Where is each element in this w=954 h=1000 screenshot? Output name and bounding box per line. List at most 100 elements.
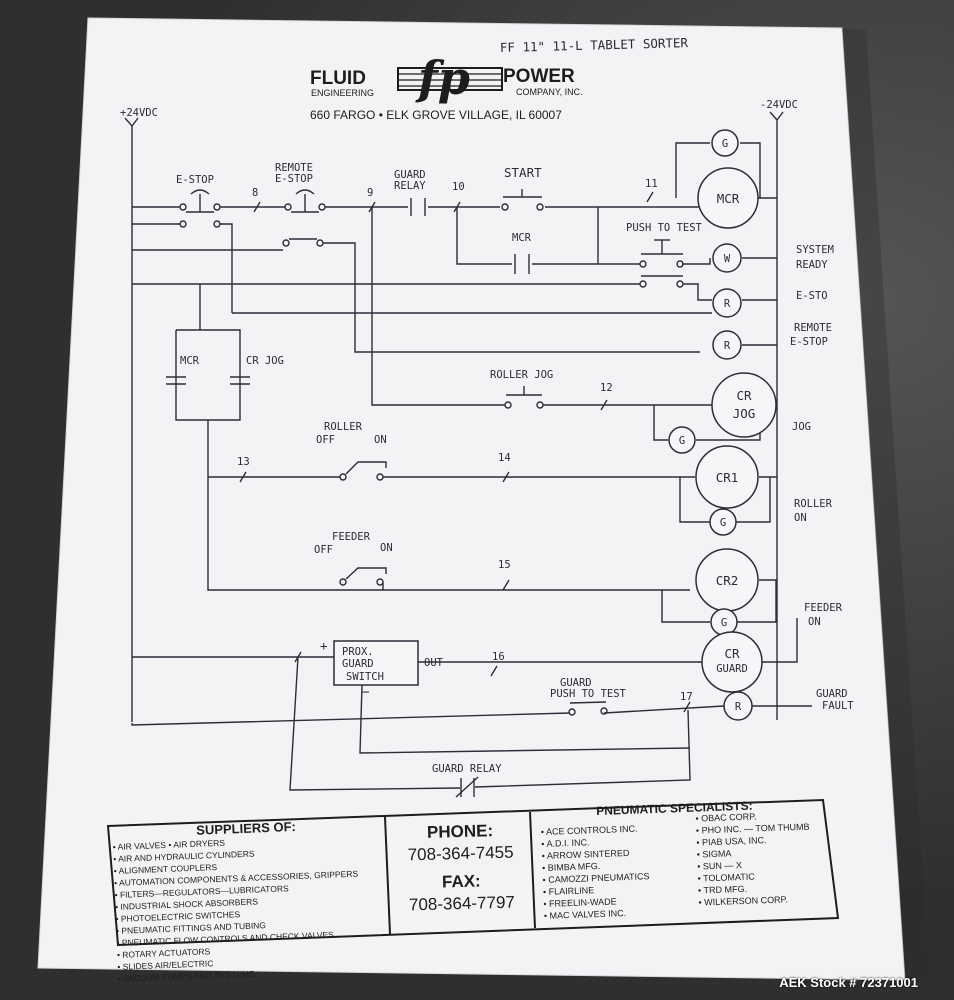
wire-number-12: 12 xyxy=(600,382,613,394)
mcr-indicator-lamp xyxy=(711,129,739,157)
supply-plus-label: +24VDC xyxy=(120,107,158,119)
roller-jog-label: ROLLER JOG xyxy=(490,369,553,381)
mcr-contact-label: MCR xyxy=(512,232,532,244)
jog-side-label: JOG xyxy=(792,421,811,433)
stock-watermark: AEK Stock # 72371001 xyxy=(779,975,918,990)
cr-jog-parallel-label: CR JOG xyxy=(246,355,284,367)
guard-ptt-label-1: GUARD xyxy=(560,677,592,689)
svg-text:CR: CR xyxy=(736,388,752,403)
logo-engineering: ENGINEERING xyxy=(311,88,374,98)
feeder-label: FEEDER xyxy=(332,531,371,543)
estop-label: E-STOP xyxy=(176,174,214,186)
logo-fp-mark: fp xyxy=(415,51,470,105)
list-item: • WILKERSON CORP. xyxy=(698,894,789,908)
estop-indicator-lamp xyxy=(712,288,742,318)
start-label: START xyxy=(504,165,542,180)
svg-text:GUARD: GUARD xyxy=(342,658,374,670)
svg-text:JOG: JOG xyxy=(733,406,756,421)
system-ready-lamp xyxy=(712,243,742,273)
pneumatic-specialists-block: PNEUMATIC SPECIALISTS: • ACE CONTROLS IN… xyxy=(540,796,834,922)
prox-minus: − xyxy=(362,684,370,699)
feeder-on-side-label-2: ON xyxy=(808,616,821,628)
right-rail xyxy=(769,111,784,720)
wire-number-15: 15 xyxy=(498,559,511,571)
paper-shadow xyxy=(842,28,930,985)
svg-text:PROX.: PROX. xyxy=(342,646,374,658)
company-address: 660 FARGO • ELK GROVE VILLAGE, IL 60007 xyxy=(310,108,562,122)
svg-text:G: G xyxy=(722,138,728,150)
estop-side-label: E-STO xyxy=(796,290,828,302)
guard-relay-label-1: GUARD xyxy=(394,169,426,181)
guard-fault-lamp xyxy=(723,691,753,721)
remote-estop-side-label-2: E-STOP xyxy=(790,336,828,348)
roller-off-label: OFF xyxy=(316,434,335,446)
svg-text:GUARD: GUARD xyxy=(716,663,748,675)
contact-block: PHONE: 708-364-7455 FAX: 708-364-7797 xyxy=(391,820,531,916)
roller-on-side-label-1: ROLLER xyxy=(794,498,833,510)
wire-number-13: 13 xyxy=(237,456,250,468)
system-ready-label-2: READY xyxy=(796,259,828,271)
guard-fault-label-2: FAULT xyxy=(822,700,854,712)
svg-text:R: R xyxy=(724,340,731,352)
guard-push-to-test-button xyxy=(569,701,607,704)
svg-text:G: G xyxy=(721,617,727,629)
system-ready-label-1: SYSTEM xyxy=(796,244,834,256)
roller-label: ROLLER xyxy=(324,421,363,433)
logo-power: POWER xyxy=(503,66,575,87)
mcr-parallel-label: MCR xyxy=(180,355,200,367)
supply-minus-label: -24VDC xyxy=(760,99,798,111)
svg-text:CR1: CR1 xyxy=(716,470,739,485)
wire-number-9: 9 xyxy=(367,187,373,199)
svg-text:W: W xyxy=(724,253,731,265)
remote-estop-label-1: REMOTE xyxy=(275,162,313,174)
prox-plus: + xyxy=(320,638,328,653)
cr-guard-coil xyxy=(701,631,763,693)
fax-number: 708-364-7797 xyxy=(408,892,516,915)
roller-on-side-label-2: ON xyxy=(794,512,807,524)
guard-relay-bottom-label: GUARD RELAY xyxy=(432,763,502,775)
mcr-coil-label: MCR xyxy=(717,191,740,206)
jog-indicator-lamp xyxy=(668,426,696,454)
guard-relay-label-2: RELAY xyxy=(394,180,426,192)
svg-text:CR2: CR2 xyxy=(716,573,739,588)
wire-number-17: 17 xyxy=(680,691,693,703)
wire-number-8: 8 xyxy=(252,187,258,199)
push-to-test-label: PUSH TO TEST xyxy=(626,222,703,234)
wire-number-16: 16 xyxy=(492,651,505,663)
fax-label: FAX: xyxy=(441,871,481,892)
guard-ptt-label-2: PUSH TO TEST xyxy=(550,688,627,700)
suppliers-list: • AIR VALVES • AIR DRYERS • AIR AND HYDR… xyxy=(113,830,398,985)
remote-estop-indicator-lamp xyxy=(712,330,742,360)
roller-switch xyxy=(345,461,387,475)
phone-label: PHONE: xyxy=(426,821,494,842)
pneumatic-list-right: • OBAC CORP. • PHO INC. — TOM THUMB • PI… xyxy=(695,809,812,917)
prox-guard-switch xyxy=(333,640,419,686)
svg-text:R: R xyxy=(735,701,742,713)
left-rail xyxy=(124,117,139,722)
prox-out-label: OUT xyxy=(424,657,444,669)
footer-frame xyxy=(106,798,840,947)
phone-number: 708-364-7455 xyxy=(407,842,514,865)
wire-number-14: 14 xyxy=(498,452,511,464)
wire-number-11: 11 xyxy=(645,178,658,190)
handwritten-title: FF 11" 11-L TABLET SORTER xyxy=(500,35,689,55)
cr1-coil xyxy=(695,445,759,509)
wire-number-10: 10 xyxy=(452,181,465,193)
guard-fault-label-1: GUARD xyxy=(816,688,848,700)
roller-on-label: ON xyxy=(374,434,387,446)
svg-text:R: R xyxy=(724,298,731,310)
feeder-switch xyxy=(345,567,387,580)
svg-text:CR: CR xyxy=(724,646,740,661)
remote-estop-side-label-1: REMOTE xyxy=(794,322,832,334)
pneumatic-list-left: • ACE CONTROLS INC. • A.D.I. INC. • ARRO… xyxy=(541,821,689,922)
svg-text:G: G xyxy=(720,517,726,529)
svg-text:SWITCH: SWITCH xyxy=(346,671,384,683)
svg-text:G: G xyxy=(679,435,685,447)
feeder-on-side-label-1: FEEDER xyxy=(804,602,843,614)
logo-fluid: FLUID xyxy=(310,68,366,89)
cr-jog-coil xyxy=(711,372,777,438)
feeder-on-label: ON xyxy=(380,542,393,554)
roller-on-indicator-lamp xyxy=(709,508,737,536)
remote-estop-label-2: E-STOP xyxy=(275,173,313,185)
